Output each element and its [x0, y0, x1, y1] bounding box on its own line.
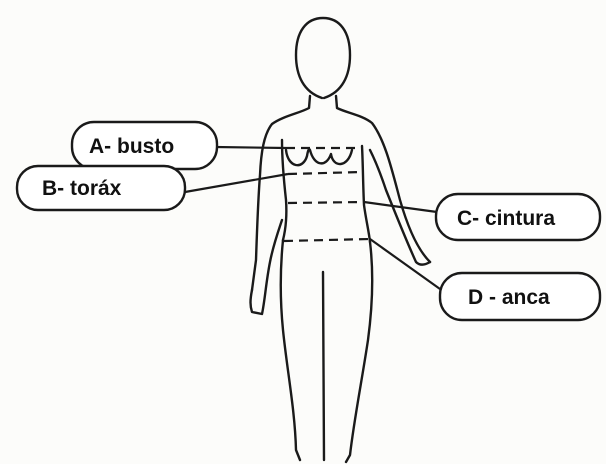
- label-cintura: C- cintura: [436, 194, 600, 240]
- label-busto-text: A- busto: [89, 135, 174, 158]
- label-anca-text: D - anca: [468, 286, 550, 309]
- leg-division-line: [323, 272, 324, 460]
- label-torax-text: B- toráx: [42, 177, 122, 200]
- busto-leader-line: [215, 147, 286, 148]
- label-anca: D - anca: [440, 273, 600, 320]
- label-cintura-text: C- cintura: [457, 207, 555, 230]
- label-busto: A- busto: [72, 122, 217, 169]
- label-torax: B- toráx: [17, 166, 185, 210]
